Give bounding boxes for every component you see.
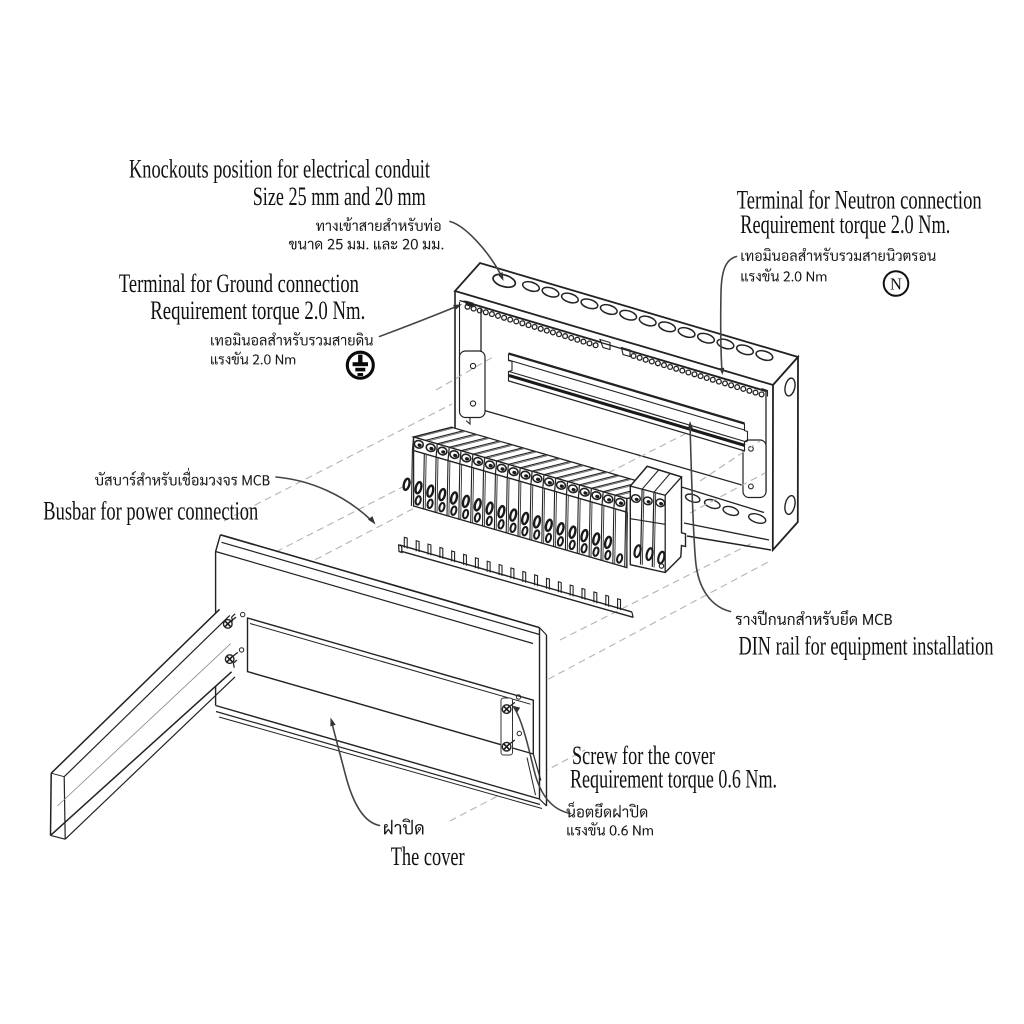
svg-text:Requirement torque 2.0 Nm.: Requirement torque 2.0 Nm. [740, 210, 950, 239]
svg-text:The cover: The cover [391, 842, 465, 871]
svg-text:Terminal for Neutron connectio: Terminal for Neutron connection [737, 186, 982, 215]
svg-text:Requirement torque 2.0 Nm.: Requirement torque 2.0 Nm. [150, 296, 365, 325]
svg-text:Knockouts position for electri: Knockouts position for electrical condui… [129, 155, 431, 184]
svg-text:Terminal for Ground connection: Terminal for Ground connection [119, 269, 359, 298]
svg-text:N: N [890, 275, 902, 294]
svg-text:Size 25 mm and 20 mm: Size 25 mm and 20 mm [253, 182, 426, 211]
svg-text:Busbar for power connection: Busbar for power connection [43, 497, 258, 526]
svg-text:Requirement torque 0.6 Nm.: Requirement torque 0.6 Nm. [570, 765, 777, 794]
svg-text:DIN rail for equipment install: DIN rail for equipment installation [739, 632, 994, 661]
svg-text:Screw for the cover: Screw for the cover [572, 741, 715, 770]
